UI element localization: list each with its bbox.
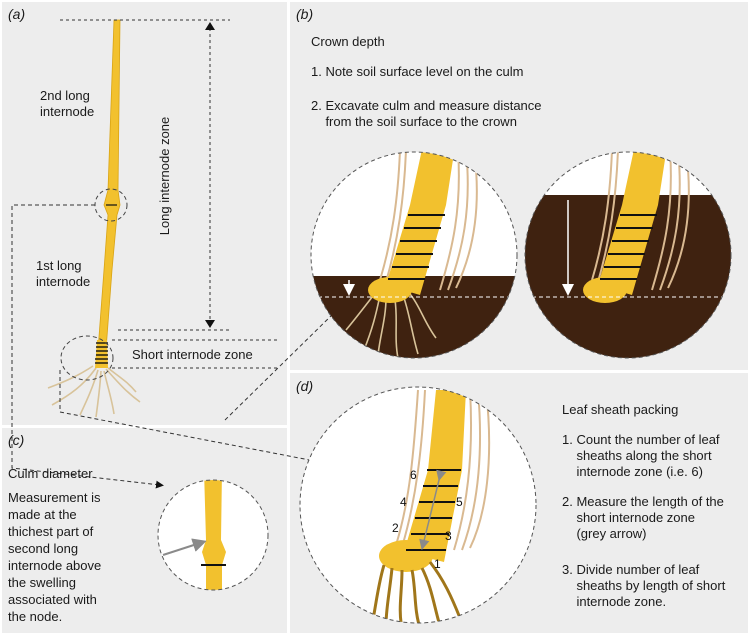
panel-c-label: (c) — [8, 432, 25, 448]
panel-d-label: (d) — [296, 378, 314, 394]
arrowhead-down — [205, 320, 215, 328]
panel-c-title: Culm diameter — [8, 466, 93, 481]
crown-depth-step-2-line2: from the soil surface to the crown — [311, 114, 517, 129]
sheath-step-1-line2: sheaths along the short — [562, 448, 712, 463]
sheath-number: 3 — [445, 529, 452, 543]
crown-depth-circle-1 — [310, 151, 518, 359]
culm-diameter-text: internode above — [8, 558, 102, 573]
sheath-step-2-line2: short internode zone — [562, 510, 695, 525]
short-internode-zone-label: Short internode zone — [132, 347, 253, 362]
panel-b-title: Crown depth — [311, 34, 385, 49]
sheath-number: 2 — [392, 521, 399, 535]
culm-diameter-circle — [157, 479, 269, 591]
culm-diameter-text: the swelling — [8, 575, 76, 590]
full-culm-drawing — [47, 19, 141, 418]
culm-diameter-text: made at the — [8, 507, 77, 522]
crown-depth-step-1: 1. Note soil surface level on the culm — [311, 64, 524, 79]
sheath-number: 6 — [410, 468, 417, 482]
sheath-step-3-line2: sheaths by length of short — [562, 578, 726, 593]
arrowhead-up — [205, 22, 215, 30]
culm-diameter-text: associated with — [8, 592, 97, 607]
panel-a — [2, 2, 287, 425]
second-long-internode-label: 2nd long — [40, 88, 90, 103]
sheath-number: 1 — [434, 557, 441, 571]
culm-diameter-text: second long — [8, 541, 79, 556]
first-long-internode-label: 1st long — [36, 258, 82, 273]
panel-a-label: (a) — [8, 6, 26, 22]
panel-d-title: Leaf sheath packing — [562, 402, 679, 417]
first-long-internode-label-line2: internode — [36, 274, 91, 289]
culm-diameter-text: thichest part of — [8, 524, 94, 539]
long-zone-dimension — [60, 19, 230, 331]
sheath-number: 5 — [456, 495, 463, 509]
connector-lines — [11, 204, 338, 489]
sheath-step-1-line3: internode zone (i.e. 6) — [562, 464, 703, 479]
culm-diameter-text: the node. — [8, 609, 63, 624]
sheath-number: 4 — [400, 495, 407, 509]
sheath-step-2-line3: (grey arrow) — [562, 526, 647, 541]
short-zone-dimension — [112, 339, 280, 369]
second-long-internode-label-line2: internode — [40, 104, 95, 119]
long-internode-zone-label: Long internode zone — [157, 116, 172, 236]
short-zone-circle — [60, 335, 114, 381]
sheath-step-3-line3: internode zone. — [562, 594, 667, 609]
sheath-step-3: 3. Divide number of leaf — [562, 562, 700, 577]
sheath-step-1: 1. Count the number of leaf — [562, 432, 720, 447]
culm-diameter-text: Measurement is — [8, 490, 101, 505]
leaf-sheath-circle: 1 2 3 4 5 6 — [299, 386, 537, 624]
panel-b-label: (b) — [296, 6, 314, 22]
crown-depth-circle-2 — [524, 151, 732, 359]
sheath-step-2: 2. Measure the length of the — [562, 494, 724, 509]
crown-depth-step-2: 2. Excavate culm and measure distance — [311, 98, 542, 113]
